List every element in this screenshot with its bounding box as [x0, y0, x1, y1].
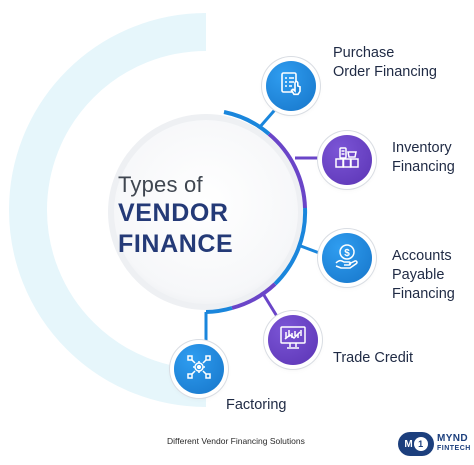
inventory-financing-node [322, 135, 372, 185]
connector-arc-blue-mid [273, 207, 308, 286]
trade-credit-node [268, 315, 318, 365]
svg-text:$: $ [344, 248, 350, 259]
connector-line-1 [257, 103, 282, 129]
mynd-fintech-logo: M 1 MYND FINTECH [398, 432, 471, 456]
logo-name: MYND [437, 433, 469, 444]
logo-mark: M [404, 438, 413, 450]
network-gear-icon [185, 353, 213, 386]
footer-caption: Different Vendor Financing Solutions [167, 436, 305, 446]
inventory-financing-label: Inventory Financing [392, 140, 455, 175]
order-checklist-icon [277, 70, 305, 103]
connector-arc-purple [267, 132, 307, 209]
factoring-label: Factoring [226, 397, 287, 413]
connector-arc-purple-low [231, 282, 277, 310]
title-line-1: VENDOR [118, 199, 229, 227]
logo-badge: M 1 [398, 432, 434, 456]
purchase-order-financing-label: Purchase Order Financing [333, 45, 437, 80]
connector-arc-blue-top [223, 110, 271, 136]
stock-chart-monitor-icon [278, 324, 308, 357]
dollar-hand-icon: $ [333, 242, 361, 275]
logo-mark-number: 1 [413, 437, 428, 451]
accounts-payable-financing-label: Accounts Payable Financing [392, 248, 455, 302]
inventory-boxes-icon [332, 144, 362, 177]
connector-line-4 [260, 291, 280, 319]
title-prefix: Types of [118, 172, 203, 197]
decorative-outer-arc [9, 13, 207, 407]
connector-arc-blue-bottom [205, 306, 233, 314]
central-title: Types of VENDOR FINANCE [118, 172, 288, 260]
logo-subname: FINTECH [437, 445, 471, 452]
logo-words: MYND FINTECH [437, 434, 471, 454]
connector-line-3 [297, 243, 323, 256]
accounts-payable-financing-node: $ [322, 233, 372, 283]
factoring-node [174, 344, 224, 394]
trade-credit-label: Trade Credit [333, 350, 414, 366]
purchase-order-financing-node [266, 61, 316, 111]
title-line-2: FINANCE [118, 230, 234, 258]
central-circle [114, 120, 298, 304]
